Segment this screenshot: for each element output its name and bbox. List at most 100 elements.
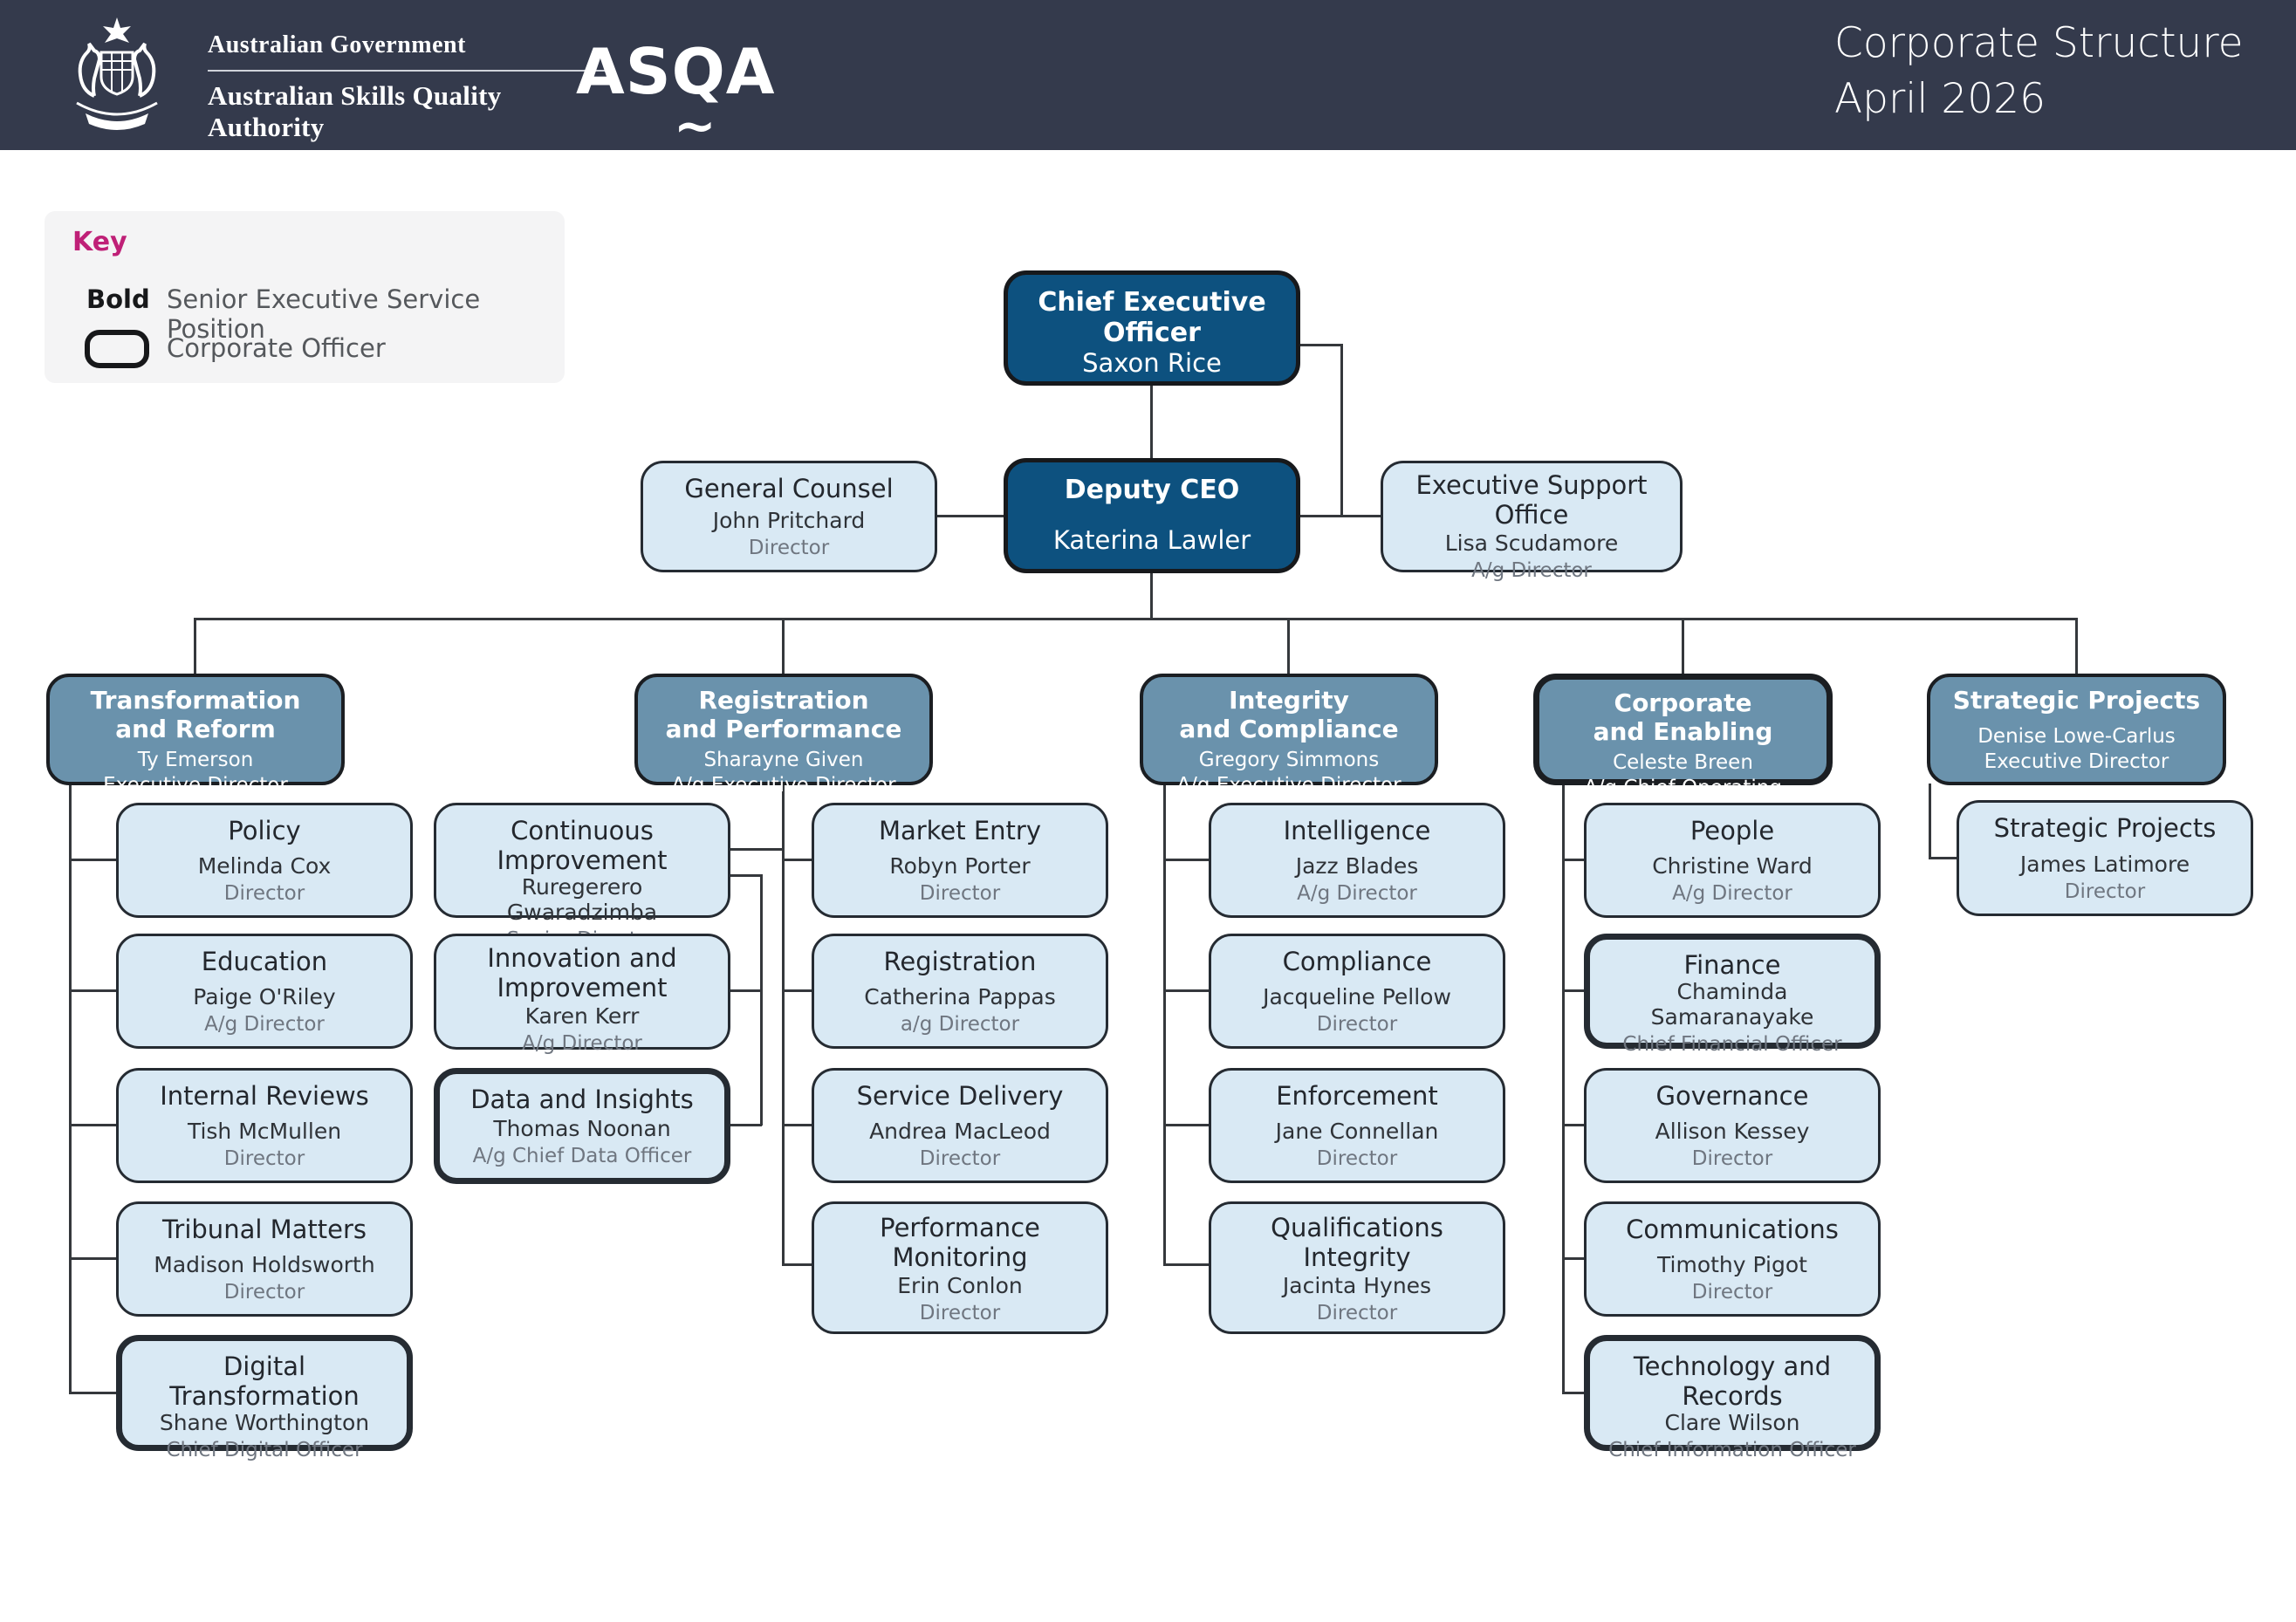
box-role: Director bbox=[1316, 1012, 1398, 1036]
box-role: Director bbox=[223, 881, 305, 905]
box-role: A/g Director bbox=[1297, 881, 1417, 905]
box-title: Enforcement bbox=[1276, 1081, 1438, 1111]
connector bbox=[1163, 1263, 1209, 1266]
connector bbox=[1929, 784, 1931, 859]
connector bbox=[1562, 989, 1586, 992]
org-box-qualifications-integrity: Qualifications Integrity Jacinta Hynes D… bbox=[1209, 1201, 1505, 1334]
box-role: Chief Financial Officer bbox=[1622, 1032, 1842, 1056]
org-box-education: Education Paige O'Riley A/g Director bbox=[116, 934, 413, 1049]
box-role: Executive Director bbox=[1984, 749, 2169, 773]
box-title: Finance bbox=[1683, 950, 1781, 980]
connector bbox=[730, 989, 762, 992]
header-bar: Australian Government Australian Skills … bbox=[0, 0, 2296, 155]
gov-line-1: Australian Government bbox=[208, 31, 466, 58]
box-name: Paige O'Riley bbox=[193, 983, 336, 1009]
connector bbox=[782, 785, 785, 1265]
org-box-people: People Christine Ward A/g Director bbox=[1584, 803, 1881, 918]
box-role: Director bbox=[223, 1146, 305, 1170]
org-box-intelligence: Intelligence Jazz Blades A/g Director bbox=[1209, 803, 1505, 918]
connector bbox=[782, 618, 785, 674]
box-role: A/g Director bbox=[1672, 881, 1792, 905]
box-name: Catherina Pappas bbox=[864, 983, 1056, 1009]
org-box-communications: Communications Timothy Pigot Director bbox=[1584, 1201, 1881, 1317]
box-title: Tribunal Matters bbox=[161, 1215, 367, 1244]
org-box-division-strategic-projects: Strategic Projects Denise Lowe-Carlus Ex… bbox=[1927, 674, 2226, 785]
box-name: Erin Conlon bbox=[897, 1273, 1023, 1299]
connector bbox=[1562, 859, 1586, 861]
box-role: Director bbox=[1691, 1280, 1773, 1304]
box-name: Gregory Simmons bbox=[1198, 749, 1380, 772]
box-name: Robyn Porter bbox=[889, 852, 1031, 879]
org-box-executive-support-office: Executive Support Office Lisa Scudamore … bbox=[1381, 461, 1683, 582]
box-name: Jacinta Hynes bbox=[1282, 1273, 1432, 1299]
box-role: Executive Director bbox=[103, 773, 288, 797]
box-name: Timothy Pigot bbox=[1657, 1251, 1807, 1277]
box-name: Jazz Blades bbox=[1295, 852, 1419, 879]
connector bbox=[730, 1124, 762, 1126]
box-name: Christine Ward bbox=[1652, 852, 1813, 879]
box-name: Karen Kerr bbox=[524, 1003, 640, 1030]
key-bold-description: Senior Executive Service Position bbox=[167, 284, 481, 344]
key-bold-sample: Bold bbox=[86, 284, 150, 314]
org-box-registration: Registration Catherina Pappas a/g Direct… bbox=[812, 934, 1108, 1049]
box-name: Shane Worthington bbox=[159, 1410, 370, 1436]
org-box-service-delivery: Service Delivery Andrea MacLeod Director bbox=[812, 1068, 1108, 1183]
org-box-division-registration-performance: Registration and Performance Sharayne Gi… bbox=[634, 674, 933, 797]
connector bbox=[194, 618, 2077, 620]
connector bbox=[1300, 515, 1381, 517]
box-title: Executive Support Office bbox=[1415, 470, 1648, 530]
connector bbox=[1150, 384, 1153, 458]
box-title: Digital Transformation bbox=[169, 1352, 360, 1412]
key-officer-description: Corporate Officer bbox=[167, 333, 386, 363]
connector bbox=[1163, 859, 1209, 861]
org-box-compliance: Compliance Jacqueline Pellow Director bbox=[1209, 934, 1505, 1049]
connector bbox=[1562, 1124, 1586, 1126]
gov-rule bbox=[208, 70, 605, 72]
box-title: Continuous Improvement bbox=[497, 816, 668, 876]
box-name: Katerina Lawler bbox=[1052, 524, 1251, 555]
box-role: Director bbox=[919, 1146, 1001, 1170]
org-box-performance-monitoring: Performance Monitoring Erin Conlon Direc… bbox=[812, 1201, 1108, 1334]
connector bbox=[1340, 344, 1343, 517]
box-title: Strategic Projects bbox=[1952, 686, 2201, 715]
connector bbox=[1562, 1257, 1586, 1260]
box-name: Madison Holdsworth bbox=[154, 1251, 375, 1277]
connector bbox=[782, 1124, 812, 1126]
coat-of-arms-icon bbox=[76, 17, 158, 130]
connector bbox=[1150, 573, 1153, 620]
asqa-logo: ASQA bbox=[576, 35, 776, 108]
box-name: Thomas Noonan bbox=[493, 1115, 671, 1141]
connector bbox=[730, 874, 762, 877]
box-name: John Pritchard bbox=[712, 507, 866, 533]
box-name: Allison Kessey bbox=[1655, 1118, 1810, 1144]
box-title: Internal Reviews bbox=[160, 1081, 369, 1111]
org-box-technology-records: Technology and Records Clare Wilson Chie… bbox=[1584, 1335, 1881, 1461]
org-box-tribunal-matters: Tribunal Matters Madison Holdsworth Dire… bbox=[116, 1201, 413, 1317]
box-role: Director bbox=[748, 536, 830, 559]
box-name: Jacqueline Pellow bbox=[1263, 983, 1451, 1009]
box-role: A/g Executive Director bbox=[671, 773, 896, 797]
box-role: Director bbox=[1691, 1146, 1773, 1170]
box-role: Director bbox=[1316, 1302, 1398, 1325]
box-name: Andrea MacLeod bbox=[869, 1118, 1051, 1144]
box-name: Clare Wilson bbox=[1664, 1410, 1800, 1436]
box-name: Tish McMullen bbox=[187, 1118, 342, 1144]
box-title: Transformation and Reform bbox=[90, 686, 301, 744]
box-role: A/g Chief Data Officer bbox=[472, 1144, 692, 1167]
box-title: Compliance bbox=[1282, 947, 1432, 976]
connector bbox=[1163, 989, 1209, 992]
box-name: Melinda Cox bbox=[197, 852, 332, 879]
org-box-innovation-improvement: Innovation and Improvement Karen Kerr A/… bbox=[434, 934, 730, 1055]
org-box-deputy-ceo: Deputy CEO Katerina Lawler bbox=[1004, 458, 1300, 573]
box-title: Technology and Records bbox=[1633, 1352, 1832, 1412]
box-title: Deputy CEO bbox=[1064, 475, 1240, 505]
box-role: Director bbox=[919, 881, 1001, 905]
connector bbox=[1682, 618, 1684, 674]
box-title: Registration bbox=[883, 947, 1037, 976]
box-title: Integrity and Compliance bbox=[1179, 686, 1399, 744]
org-box-division-transformation-reform: Transformation and Reform Ty Emerson Exe… bbox=[46, 674, 345, 797]
connector bbox=[1163, 1124, 1209, 1126]
org-box-policy: Policy Melinda Cox Director bbox=[116, 803, 413, 918]
box-name: Denise Lowe-Carlus bbox=[1977, 725, 2176, 749]
box-title: Governance bbox=[1655, 1081, 1809, 1111]
